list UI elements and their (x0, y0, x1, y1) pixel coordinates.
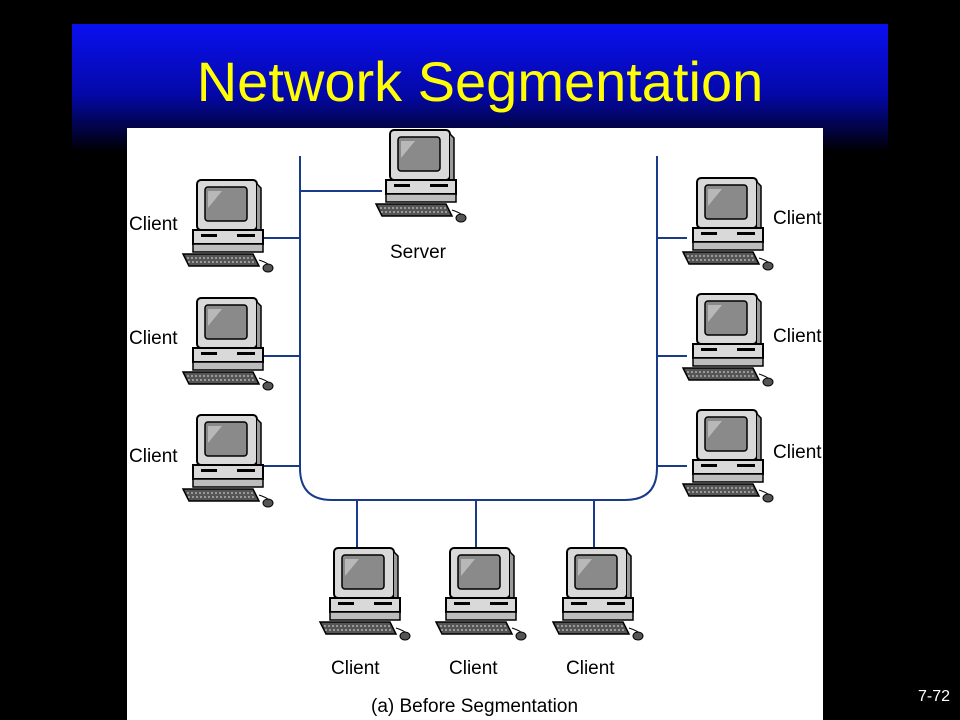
client-computer: Client (435, 547, 527, 679)
client-label: Client (449, 658, 498, 679)
client-computer: Client (682, 293, 822, 387)
client-label: Client (566, 658, 615, 679)
client-label: Client (129, 328, 178, 349)
computer-icon (682, 293, 774, 387)
client-label: Client (331, 658, 380, 679)
client-computer: Client (129, 179, 274, 273)
client-label: Client (773, 208, 822, 229)
client-label: Client (773, 326, 822, 347)
client-computer: Client (319, 547, 411, 679)
diagram-caption: (a) Before Segmentation (371, 696, 578, 717)
computer-icon (375, 129, 467, 223)
computer-icon (552, 547, 644, 641)
computer-icon (682, 177, 774, 271)
computer-icon (182, 297, 274, 391)
client-computer: Client (552, 547, 644, 679)
client-computer: Client (129, 414, 274, 508)
network-diagram: Server Client Client Client Client Clien… (127, 128, 823, 720)
computer-icon (182, 179, 274, 273)
client-computer: Client (129, 297, 274, 391)
network-cable (262, 156, 687, 548)
server-label: Server (390, 242, 447, 263)
page-number: 7-72 (917, 688, 950, 705)
client-computer: Client (682, 177, 822, 271)
computer-icon (182, 414, 274, 508)
client-label: Client (129, 214, 178, 235)
client-computer: Client (682, 409, 822, 503)
slide-title: Network Segmentation (196, 50, 764, 113)
computer-icon (435, 547, 527, 641)
server-computer: Server (375, 129, 467, 263)
computer-icon (682, 409, 774, 503)
client-label: Client (773, 442, 822, 463)
client-label: Client (129, 446, 178, 467)
computer-icon (319, 547, 411, 641)
